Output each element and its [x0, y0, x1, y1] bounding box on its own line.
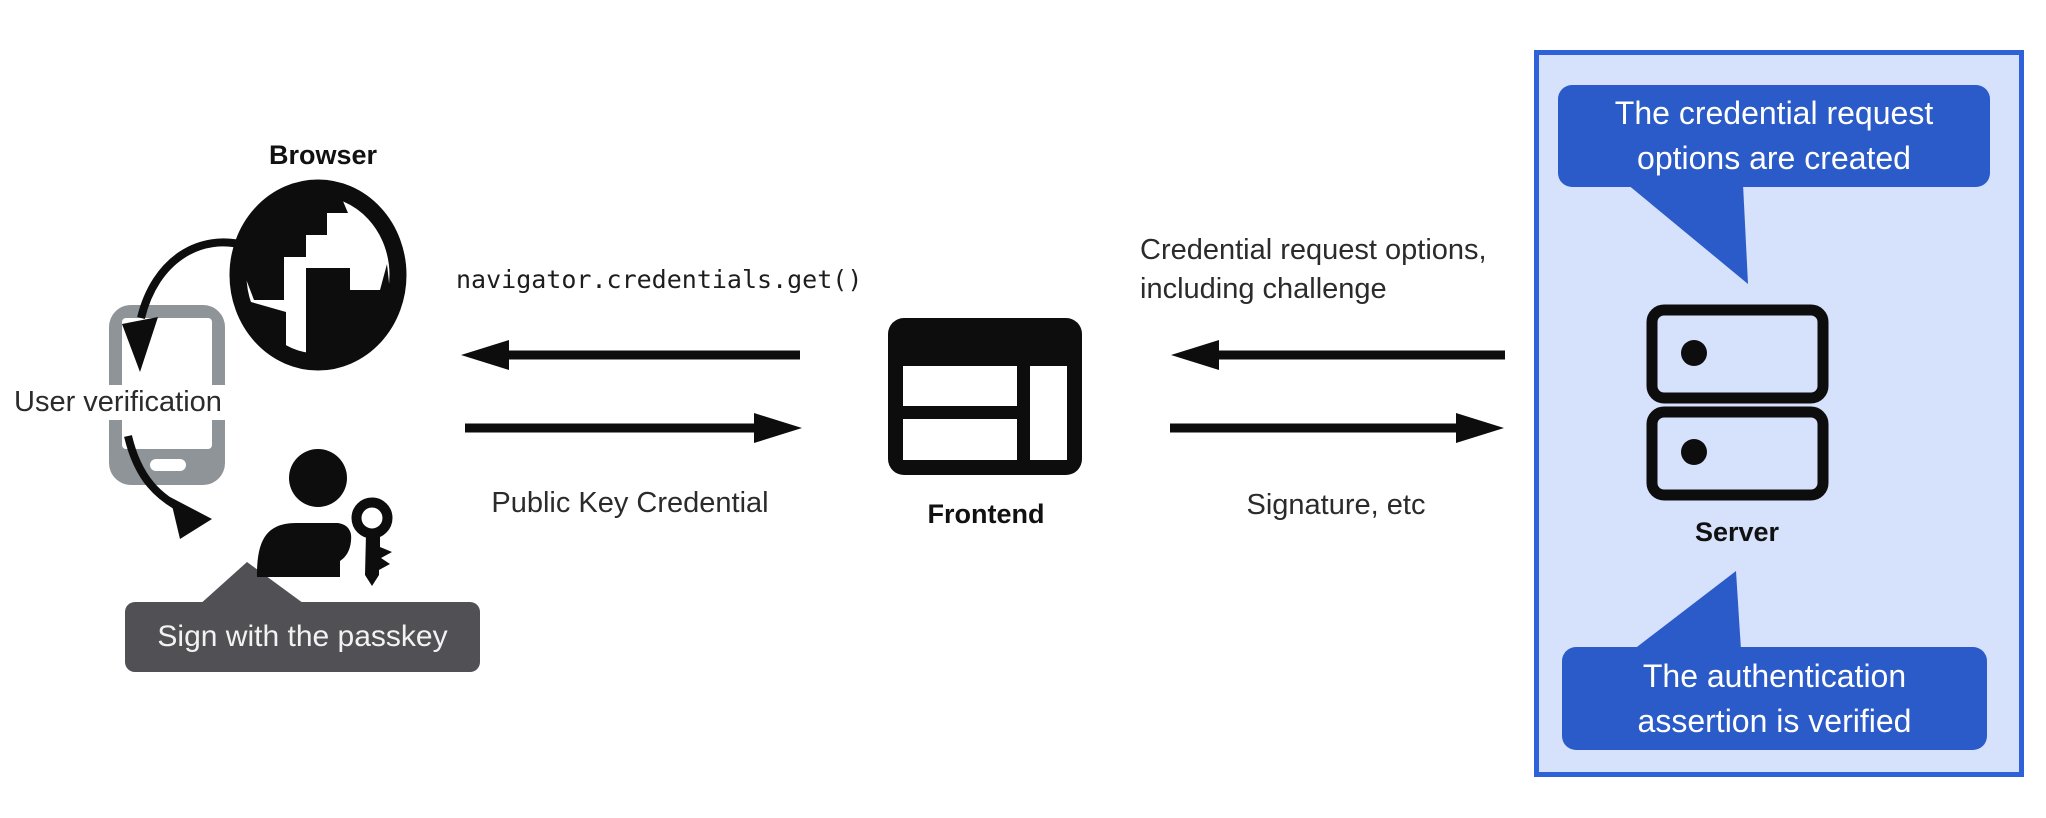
- speech-bubble-top-line2: options are created: [1637, 140, 1911, 176]
- arrow-get-call: [461, 340, 800, 370]
- tooltip-pointer: [198, 562, 307, 606]
- signature-label: Signature, etc: [1246, 489, 1426, 521]
- public-key-credential-label: Public Key Credential: [491, 487, 769, 519]
- curved-arrow-to-user: [124, 435, 212, 539]
- api-call-label: navigator.credentials.get(): [456, 265, 863, 294]
- speech-bubble-top-line1: The credential request: [1614, 95, 1934, 131]
- arrow-credential-request-options: [1171, 340, 1505, 370]
- browser-label: Browser: [268, 140, 378, 170]
- credential-request-options-line1: Credential request options,: [1140, 234, 1487, 266]
- passkey-tooltip: Sign with the passkey: [125, 602, 480, 672]
- server-label: Server: [1694, 517, 1780, 547]
- speech-bubble-bottom-line2: assertion is verified: [1637, 702, 1912, 739]
- user-verification-label: User verification: [10, 385, 226, 420]
- speech-bubble-top: The credential request options are creat…: [1558, 85, 1990, 187]
- frontend-label: Frontend: [927, 499, 1045, 529]
- arrow-public-key-credential: [465, 413, 802, 443]
- browser-window-icon: [888, 318, 1082, 475]
- speech-bubble-bottom: The authentication assertion is verified: [1562, 647, 1987, 750]
- credential-request-options-label: Credential request options, including ch…: [1140, 231, 1487, 309]
- passkey-tooltip-text: Sign with the passkey: [157, 620, 448, 653]
- key-icon: [346, 492, 403, 595]
- user-icon: [257, 449, 352, 577]
- speech-bubble-bottom-line1: The authentication: [1642, 657, 1907, 694]
- curved-arrow-to-phone: [122, 238, 249, 372]
- arrow-signature: [1170, 413, 1504, 443]
- globe-icon: [229, 179, 407, 371]
- credential-request-options-line2: including challenge: [1140, 273, 1387, 305]
